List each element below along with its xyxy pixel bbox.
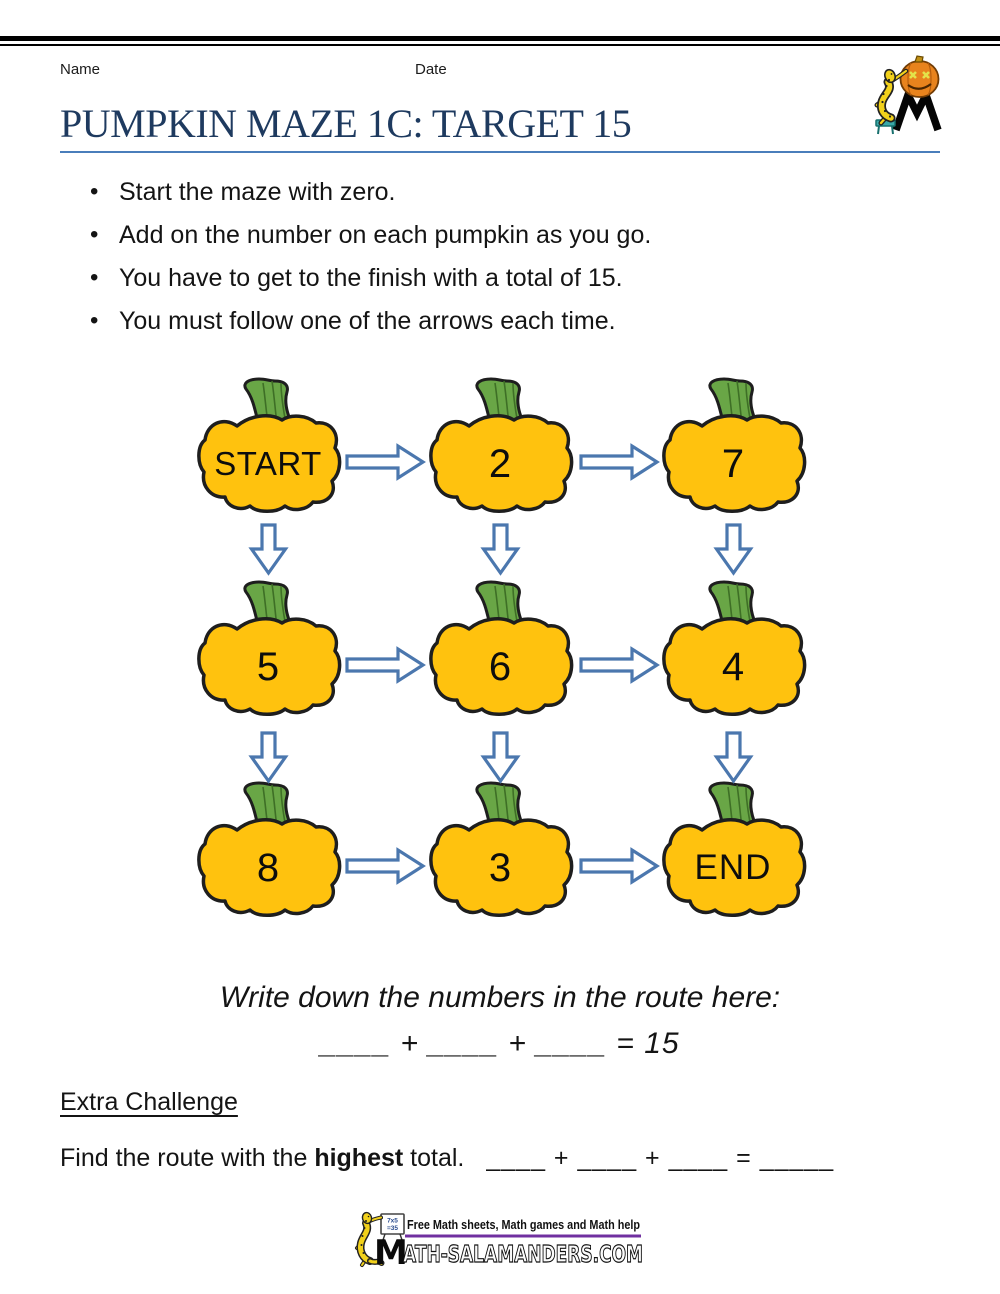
pumpkin-5: 5 — [193, 577, 343, 717]
extra-challenge-equation: ____ + ____ + ____ = _____ — [486, 1144, 835, 1172]
footer-wordmark: ATH-SALAMANDERS.COM — [403, 1242, 643, 1268]
instruction-list: Start the maze with zero. Add on the num… — [88, 178, 652, 352]
right-arrow-icon — [579, 444, 659, 480]
pumpkin-icon — [197, 781, 342, 917]
instruction-text: Add on the number on each pumpkin as you… — [119, 221, 652, 249]
extra-challenge-heading: Extra Challenge — [60, 1088, 238, 1116]
footer-tagline: Free Math sheets, Math games and Math he… — [407, 1217, 640, 1232]
footer-wordmark-initial: M — [374, 1233, 408, 1270]
pumpkin-icon — [429, 377, 574, 513]
right-arrow-icon — [579, 848, 659, 884]
svg-text:=35: =35 — [387, 1225, 398, 1232]
down-arrow-icon — [714, 731, 753, 783]
instruction-item: Start the maze with zero. — [88, 178, 651, 206]
pumpkin-label: START — [214, 445, 322, 482]
route-equation: ____ + ____ + ____ = 15 — [320, 1027, 680, 1060]
footer-brand: 7x5 =35 Free Math sheets, Math games and… — [355, 1211, 644, 1270]
title-underline — [60, 151, 940, 153]
pumpkin-label: 6 — [488, 644, 512, 689]
pumpkin-icon — [429, 580, 574, 716]
date-label: Date — [415, 61, 447, 78]
down-arrow-icon — [714, 523, 753, 575]
top-border-rule — [0, 36, 1000, 46]
right-arrow-icon — [345, 647, 425, 683]
pumpkin-icon — [197, 580, 342, 716]
down-arrow-icon — [249, 731, 288, 783]
instruction-item: You have to get to the finish with a tot… — [88, 264, 651, 292]
right-arrow-icon — [345, 848, 425, 884]
instruction-text: Start the maze with zero. — [119, 178, 396, 206]
instruction-text: You have to get to the finish with a tot… — [119, 264, 623, 292]
extra-challenge-line: Find the route with the highest total. __… — [60, 1144, 834, 1173]
route-prompt: Write down the numbers in the route here… — [219, 981, 781, 1014]
pumpkin-8: 8 — [193, 778, 343, 918]
down-arrow-icon — [481, 523, 520, 575]
pumpkin-icon — [429, 781, 574, 917]
extra-challenge-text: Find the route with the — [60, 1144, 315, 1172]
extra-challenge-bold: highest — [314, 1144, 404, 1172]
pumpkin-2: 2 — [425, 374, 575, 514]
instruction-text: You must follow one of the arrows each t… — [119, 307, 616, 335]
pumpkin-icon — [662, 580, 807, 716]
pumpkin-3: 3 — [425, 778, 575, 918]
footer-accent-rule — [405, 1234, 641, 1238]
down-arrow-icon — [249, 523, 288, 575]
pumpkin-6: 6 — [425, 577, 575, 717]
salamander-icon — [355, 1211, 385, 1267]
pumpkin-7: 7 — [658, 374, 808, 514]
salamander-pumpkin-logo-icon — [874, 55, 942, 135]
extra-challenge-text: total. — [403, 1144, 465, 1172]
pumpkin-icon — [197, 377, 342, 513]
whiteboard-icon: 7x5 =35 — [380, 1213, 405, 1244]
pumpkin-4: 4 — [658, 577, 808, 717]
right-arrow-icon — [579, 647, 659, 683]
page-title: PUMPKIN MAZE 1C: TARGET 15 — [60, 101, 632, 146]
pumpkin-icon — [662, 781, 807, 917]
pumpkin-label: 4 — [721, 644, 745, 689]
pumpkin-icon — [662, 377, 807, 513]
pumpkin-label: 8 — [256, 845, 280, 890]
pumpkin-label: 2 — [488, 441, 512, 486]
right-arrow-icon — [345, 444, 425, 480]
svg-text:7x5: 7x5 — [387, 1218, 398, 1225]
down-arrow-icon — [481, 731, 520, 783]
name-label: Name — [60, 61, 101, 78]
pumpkin-start: START — [193, 374, 343, 514]
pumpkin-label: END — [694, 848, 772, 887]
pumpkin-end: END — [658, 778, 808, 918]
pumpkin-label: 7 — [721, 441, 745, 486]
pumpkin-label: 3 — [488, 845, 512, 890]
pumpkin-label: 5 — [256, 644, 280, 689]
instruction-item: You must follow one of the arrows each t… — [88, 307, 651, 335]
instruction-item: Add on the number on each pumpkin as you… — [88, 221, 652, 249]
